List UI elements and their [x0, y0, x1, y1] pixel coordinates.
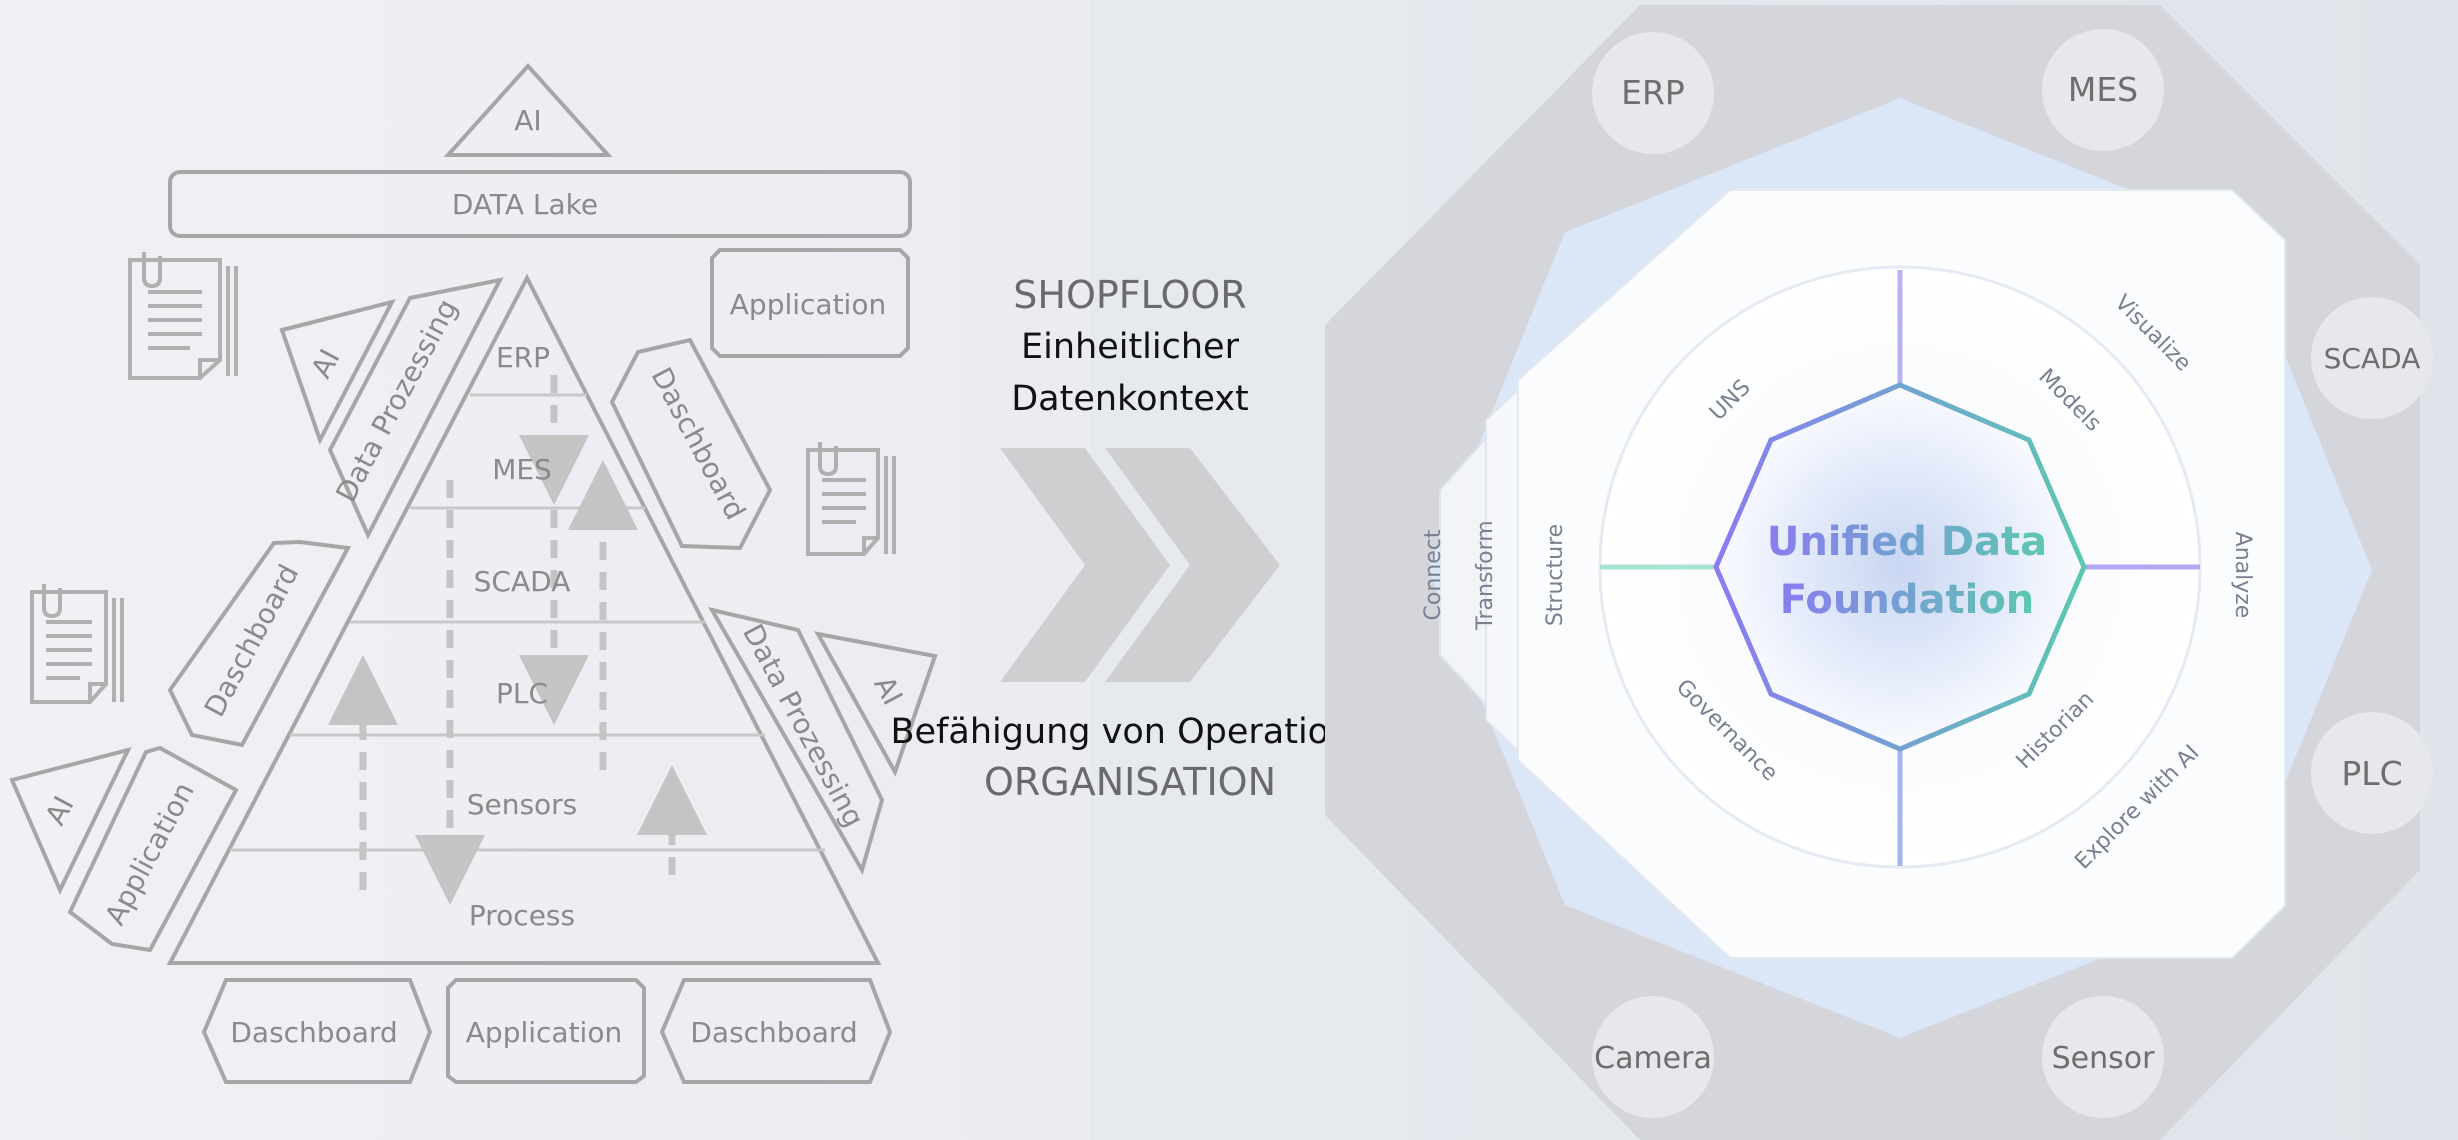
dashboard-left-mid-box [167, 539, 352, 748]
bottom-dashboard-1-label: Daschboard [230, 1016, 397, 1049]
pyramid-level-process: Process [469, 899, 575, 932]
shopfloor-label: SHOPFLOOR [1013, 273, 1246, 317]
source-plc-label: PLC [2341, 754, 2402, 793]
application-left-bottom-box [67, 745, 239, 953]
organisation-label: ORGANISATION [984, 760, 1276, 804]
ai-left-top-triangle [279, 298, 396, 446]
bottom-application-box [446, 978, 646, 1084]
layer-structure-label: Structure [1543, 524, 1568, 626]
ai-left-top-label: AI [305, 344, 347, 384]
middle-line-2: Datenkontext [1011, 379, 1249, 419]
chevron-arrows-icon [1000, 448, 1280, 682]
outer-analyze-label: Analyze [2230, 532, 2255, 619]
bottom-dashboard-1-box [201, 978, 433, 1084]
application-top-label: Application [730, 288, 886, 321]
middle-line-1: Einheitlicher [1021, 327, 1240, 367]
pyramid-level-sensors: Sensors [467, 788, 578, 821]
application-left-bottom-label: Application [98, 777, 201, 931]
dashboard-right-top-box [609, 337, 773, 551]
data-processing-left-box [327, 277, 504, 540]
source-erp-label: ERP [1621, 73, 1685, 112]
pyramid-level-erp: ERP [496, 341, 550, 374]
left-pyramid [9, 63, 938, 1084]
center-octagon [1713, 382, 2087, 752]
source-circles [1592, 29, 2433, 1118]
source-mes-label: MES [2068, 70, 2138, 109]
pyramid-level-scada: SCADA [474, 565, 571, 598]
segment-dividers [1600, 270, 2200, 866]
application-top-box [710, 248, 910, 358]
center-title-line-1: Unified Data [1767, 519, 2047, 565]
document-icon [30, 584, 124, 704]
middle-line-3: Befähigung von Operations [891, 712, 1370, 752]
ai-right-triangle [814, 631, 938, 777]
bottom-application-label: Application [466, 1016, 622, 1049]
document-icon [30, 252, 896, 704]
center-title-line-2: Foundation [1780, 577, 2035, 623]
source-sensor-label: Sensor [2052, 1041, 2155, 1076]
pyramid-level-plc: PLC [496, 677, 548, 710]
pyramid-level-mes: MES [492, 453, 552, 486]
layer-transform-label: Transform [1473, 520, 1498, 630]
ai-left-bottom-label: AI [39, 791, 81, 831]
ai-left-bottom-triangle [9, 746, 132, 895]
top-ai-label: AI [514, 104, 541, 137]
data-lake-box [168, 170, 912, 238]
data-processing-right-box [707, 607, 885, 876]
document-icon [806, 442, 896, 556]
bottom-dashboard-2-box [659, 978, 893, 1084]
source-camera-label: Camera [1594, 1041, 1712, 1076]
source-scada-label: SCADA [2324, 342, 2421, 375]
ai-right-label: AI [867, 671, 909, 711]
top-ai-triangle [443, 63, 613, 157]
dashboard-left-mid-label: Daschboard [198, 559, 306, 722]
data-lake-label: DATA Lake [452, 188, 598, 221]
layer-connect-label: Connect [1421, 529, 1446, 620]
bottom-dashboard-2-label: Daschboard [690, 1016, 857, 1049]
